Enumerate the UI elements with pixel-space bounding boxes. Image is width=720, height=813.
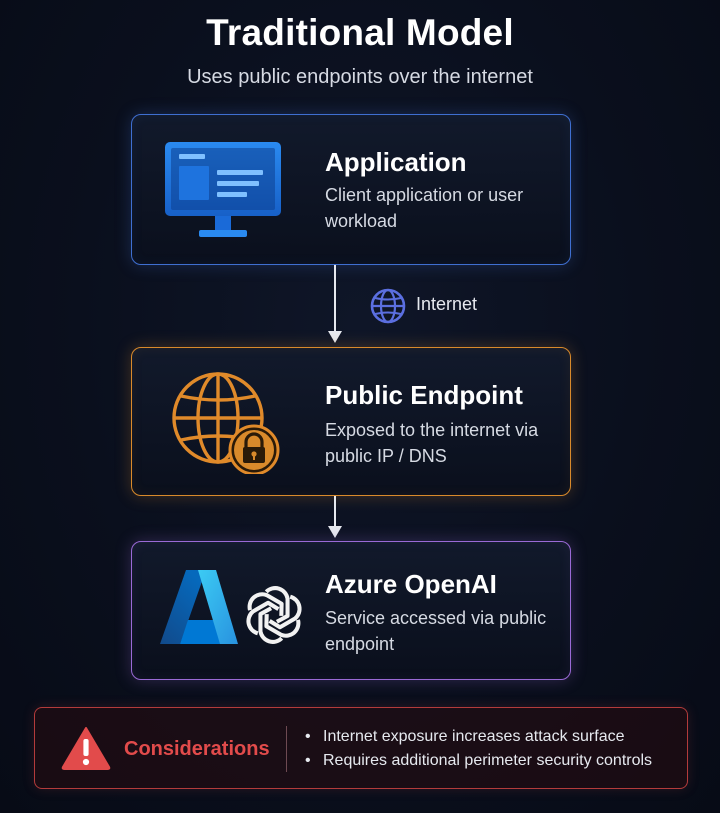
application-title: Application [325, 147, 467, 177]
page-title: Traditional Model [206, 12, 514, 53]
considerations-title: Considerations [124, 738, 270, 760]
arrow-down-icon [328, 496, 342, 538]
azure-openai-title: Azure OpenAI [325, 569, 497, 599]
public-endpoint-node: Public Endpoint Exposed to the internet … [131, 347, 571, 496]
application-node: Application Client application or user w… [131, 114, 571, 265]
list-item: •Internet exposure increases attack surf… [305, 728, 625, 745]
globe-icon [370, 288, 406, 324]
page-subtitle: Uses public endpoints over the internet [187, 66, 533, 88]
openai-logo-icon [244, 584, 304, 646]
divider [286, 726, 287, 772]
azure-logo-icon [158, 568, 238, 648]
consideration-text: Internet exposure increases attack surfa… [323, 728, 625, 745]
arrow-down-icon [328, 265, 342, 343]
azure-openai-node: Azure OpenAI Service accessed via public… [131, 541, 571, 680]
warning-icon [61, 727, 111, 770]
public-endpoint-description: Exposed to the internet via public IP / … [325, 420, 539, 466]
consideration-text: Requires additional perimeter security c… [323, 752, 653, 769]
public-endpoint-title: Public Endpoint [325, 380, 523, 410]
list-item: •Requires additional perimeter security … [305, 752, 653, 769]
internet-label: Internet [416, 294, 478, 314]
considerations-list: •Internet exposure increases attack surf… [305, 725, 652, 773]
considerations-panel: Considerations •Internet exposure increa… [34, 707, 688, 789]
monitor-icon [163, 140, 283, 242]
globe-lock-icon [168, 370, 280, 476]
azure-openai-description: Service accessed via public endpoint [325, 608, 547, 654]
application-description: Client application or user workload [325, 185, 524, 231]
